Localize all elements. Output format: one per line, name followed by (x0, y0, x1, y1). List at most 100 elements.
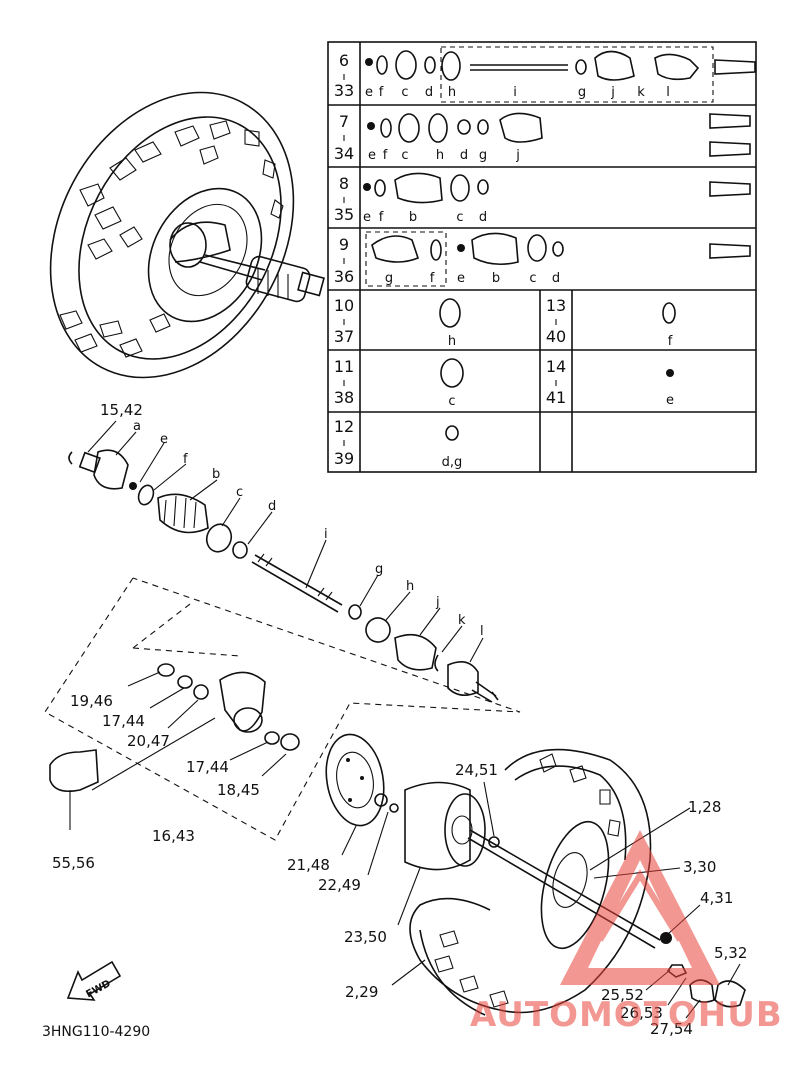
table-row-6-33: 6 33 e f c d h i g j k l (334, 46, 756, 103)
callout-a: a (133, 419, 141, 434)
callout-20-47: 20,47 (127, 732, 170, 750)
callout-22-49: 22,49 (318, 876, 361, 894)
callout-h: h (406, 579, 414, 594)
row-letter-f: f (668, 334, 673, 349)
callout-b: b (212, 467, 220, 482)
callout-2-29: 2,29 (345, 983, 378, 1001)
tire-inner-outline (78, 116, 282, 360)
tire-outline (49, 91, 295, 379)
row-letter-b: b (492, 271, 500, 286)
row-ref-top: 13 (546, 296, 566, 315)
callout-17-44-a: 17,44 (102, 712, 145, 730)
row-letter-f: f (430, 271, 435, 286)
callout-3-30: 3,30 (683, 858, 716, 876)
callout-25-52: 25,52 (601, 986, 644, 1004)
row-ref-bottom: 38 (334, 388, 354, 407)
callout-c: c (236, 485, 243, 500)
row-letter-c: c (401, 148, 408, 163)
callout-i: i (324, 527, 328, 542)
callout-18-45: 18,45 (217, 781, 260, 799)
row-letter-f: f (379, 85, 384, 100)
callout-4-31: 4,31 (700, 889, 733, 907)
axle-stud-line (467, 829, 661, 949)
row-ref-bottom: 35 (334, 205, 354, 224)
callout-f: f (183, 452, 188, 467)
row-letter-h: h (448, 334, 456, 349)
row-letter-j: j (515, 148, 520, 163)
table-row-10-37: 10 37 h (334, 296, 461, 349)
row-ref-top: 8 (339, 174, 349, 193)
watermark-triangle-icon (560, 830, 720, 985)
table-row-12-39: 12 39 d,g (334, 417, 463, 470)
brake-hub-assembly (325, 733, 746, 1019)
row-ref-top: 6 (339, 51, 349, 70)
watermark-text: AUTOMOTOHUB (470, 995, 783, 1035)
callout-e: e (160, 432, 168, 447)
callout-1-28: 1,28 (688, 798, 721, 816)
table-row-13-40: 13 40 f (546, 296, 676, 349)
row-letter-k: k (637, 85, 645, 100)
row-ref-top: 7 (339, 112, 349, 131)
row-ref-bottom: 41 (546, 388, 566, 407)
row-letter-e: e (365, 85, 373, 100)
row-letter-f: f (383, 148, 388, 163)
wheel-axle-shaft (199, 254, 325, 303)
row-letter-j: j (610, 85, 615, 100)
table-row-7-34: 7 34 e f c h d g j (334, 112, 751, 163)
row-ref-top: 14 (546, 357, 566, 376)
table-border (327, 41, 757, 473)
row-letter-g: g (479, 148, 487, 163)
row-ref-top: 12 (334, 417, 354, 436)
callout-23-50: 23,50 (344, 928, 387, 946)
row-letter-e: e (666, 393, 674, 408)
row-letter-e: e (457, 271, 465, 286)
row-letter-e: e (363, 210, 371, 225)
brake-disc (325, 733, 385, 827)
axle-nut (660, 932, 672, 944)
callout-l: l (480, 624, 484, 639)
callout-g: g (375, 562, 383, 577)
row-ref-bottom: 34 (334, 144, 354, 163)
table-row-9-36: 9 36 g f e b c d (334, 231, 751, 287)
row-letter-d: d (460, 148, 468, 163)
row-ref-bottom: 33 (334, 81, 354, 100)
row-letter-b: b (409, 210, 417, 225)
fwd-arrow-icon: FWD (66, 960, 122, 1001)
callout-19-46: 19,46 (70, 692, 113, 710)
row-letter-c: c (456, 210, 463, 225)
wheel-brake-boot (169, 221, 231, 268)
callout-55-56: 55,56 (52, 854, 95, 872)
hub-drum (404, 781, 471, 871)
row-letter-d: d (425, 85, 433, 100)
row-ref-top: 10 (334, 296, 354, 315)
automotohub-watermark: AUTOMOTOHUB (470, 830, 783, 1035)
row-ref-top: 9 (339, 235, 349, 254)
callout-d: d (268, 499, 276, 514)
row-ref-bottom: 39 (334, 449, 354, 468)
diagram-code: 3HNG110-4290 (42, 1024, 150, 1040)
rear-tire-tread-blocks (434, 753, 621, 1008)
table-row-14-41: 14 41 e (546, 357, 674, 408)
callout-16-43: 16,43 (152, 827, 195, 845)
row-ref-top: 11 (334, 357, 354, 376)
row-letter-g: g (578, 85, 586, 100)
hub-cap (714, 980, 746, 1008)
tire-tread-blocks (59, 120, 284, 358)
row-letter-f: f (379, 210, 384, 225)
wheel-cap (488, 836, 500, 848)
callout-j: j (435, 595, 440, 610)
row-ref-bottom: 37 (334, 327, 354, 346)
rear-tire-outline (409, 748, 652, 1014)
row-letter-e: e (368, 148, 376, 163)
table-row-11-38: 11 38 c (334, 357, 464, 409)
boot-cover (49, 749, 99, 793)
steering-knuckle (219, 671, 266, 732)
row-letter-g: g (385, 271, 393, 286)
callout-24-51: 24,51 (455, 761, 498, 779)
fwd-label: FWD (84, 978, 112, 1000)
drive-shaft-exploded (68, 420, 499, 703)
row-ref-bottom: 40 (546, 327, 566, 346)
row-letter-d: d (479, 210, 487, 225)
callout-21-48: 21,48 (287, 856, 330, 874)
